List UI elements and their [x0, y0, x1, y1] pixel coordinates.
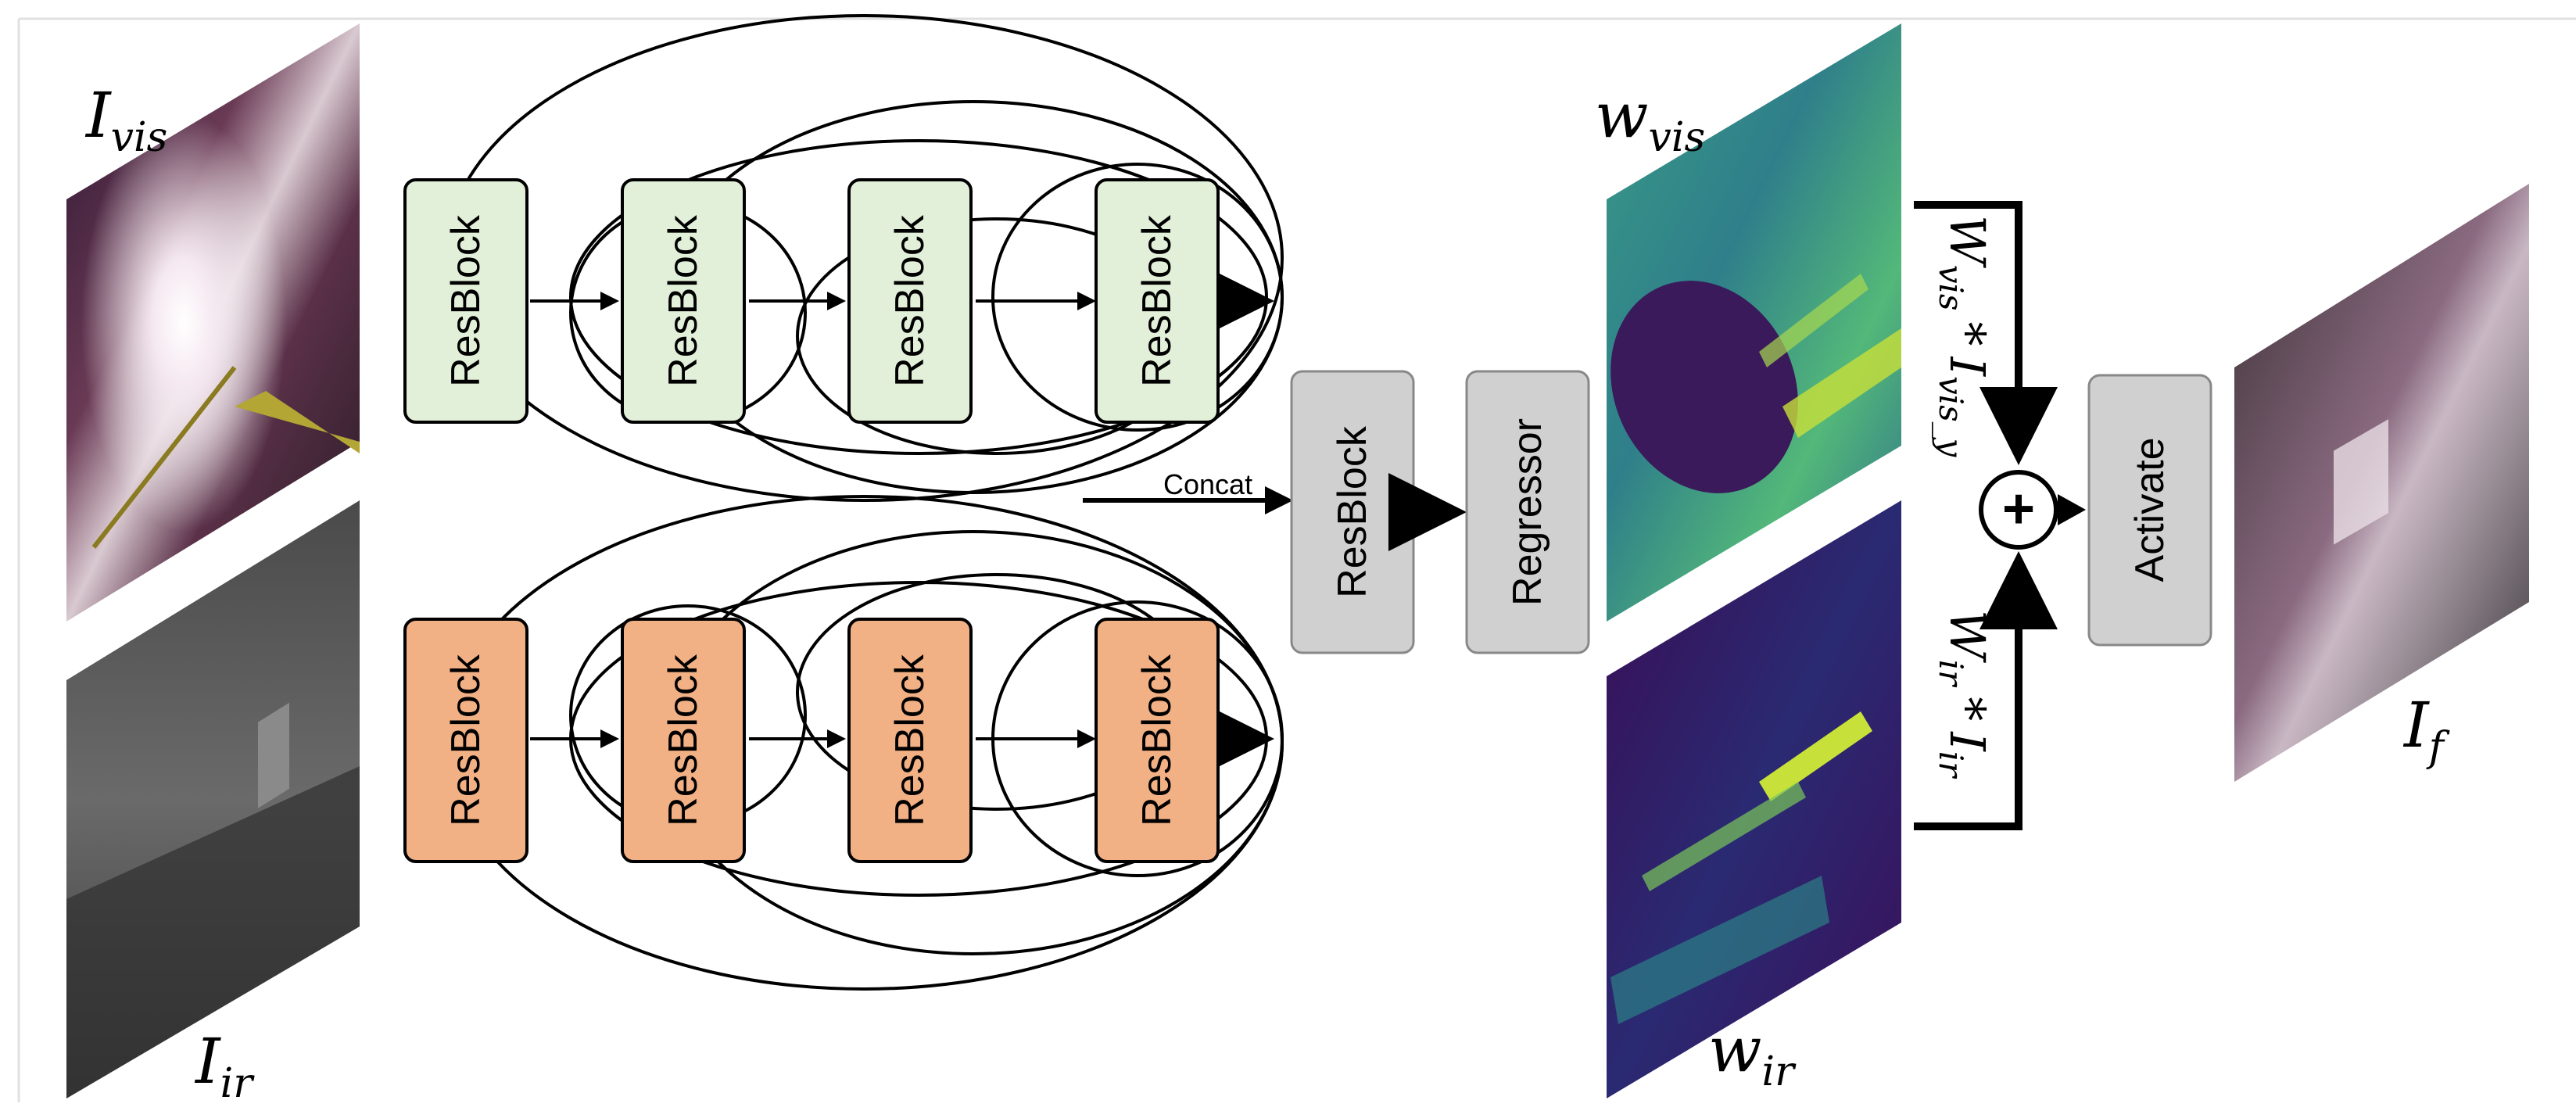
concat-arrow: Concat [1083, 468, 1293, 514]
infrared-resblock-1: ResBlock [403, 618, 528, 863]
infrared-weight-label: wir [1708, 1013, 1797, 1095]
infrared-encoder: ResBlock ResBlock ResBlock ResBlock [403, 495, 1284, 991]
infrared-resblock-2: ResBlock [621, 618, 746, 863]
svg-text:Regressor: Regressor [1505, 418, 1550, 606]
visible-input-image [66, 23, 360, 622]
visible-weight-label: wvis [1595, 79, 1705, 161]
svg-text:ResBlock: ResBlock [1134, 214, 1180, 387]
regressor-block: Regressor [1465, 370, 1590, 654]
svg-text:+: + [2002, 478, 2035, 540]
svg-text:ResBlock: ResBlock [887, 654, 933, 826]
infrared-image-label: Iir [194, 1025, 255, 1107]
infrared-product-label: Wir*Iir [1932, 610, 1996, 779]
visible-resblock-3: ResBlock [847, 178, 973, 424]
visible-weight-map [1607, 23, 1901, 622]
fused-output-image [2234, 184, 2529, 782]
visible-resblock-2: ResBlock [621, 178, 746, 424]
svg-text:ResBlock: ResBlock [661, 214, 706, 387]
infrared-resblock-4: ResBlock [1095, 618, 1220, 863]
infrared-weight-map [1607, 500, 1901, 1098]
fused-image-label: If [2402, 689, 2450, 771]
sum-node: + [1979, 470, 2058, 550]
concat-label: Concat [1163, 468, 1252, 500]
infrared-product-path [1914, 551, 2058, 830]
visible-resblock-4: ResBlock [1095, 178, 1220, 424]
visible-product-label: Wvis*Ivis_y [1932, 215, 1996, 458]
visible-product-path [1914, 201, 2058, 465]
svg-text:ResBlock: ResBlock [1330, 425, 1375, 598]
svg-text:Activate: Activate [2127, 438, 2173, 582]
fusion-resblock: ResBlock [1290, 370, 1415, 654]
svg-text:ResBlock: ResBlock [443, 654, 489, 826]
visible-encoder: ResBlock ResBlock ResBlock ResBlock [403, 14, 1284, 502]
activate-block: Activate [2087, 374, 2212, 647]
visible-image-label: Ivis [84, 79, 167, 161]
svg-text:ResBlock: ResBlock [661, 654, 706, 826]
svg-text:ResBlock: ResBlock [887, 214, 933, 387]
visible-resblock-1: ResBlock [403, 178, 528, 424]
infrared-resblock-3: ResBlock [847, 618, 973, 863]
svg-text:ResBlock: ResBlock [1134, 654, 1180, 826]
svg-text:ResBlock: ResBlock [443, 214, 489, 387]
infrared-input-image [66, 500, 360, 1098]
